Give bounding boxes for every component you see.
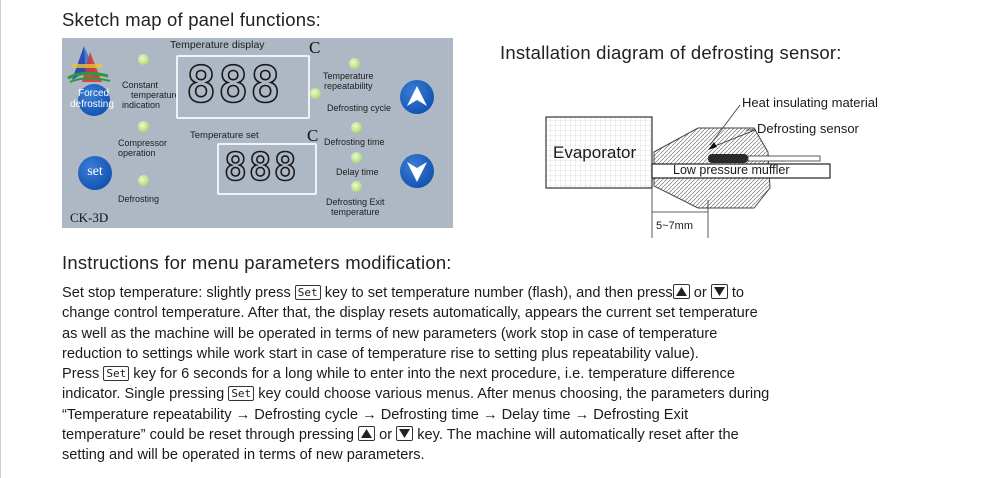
set-unit-c: C — [307, 126, 319, 145]
instructions-paragraph: Set stop temperature: slightly press Set… — [62, 283, 942, 466]
delay-time-led — [351, 152, 362, 163]
heading-panel-functions: Sketch map of panel functions: — [62, 9, 321, 30]
defrosting-sensor-label: Defrosting sensor — [757, 121, 859, 136]
defrosting-exit-temperature-label: Defrosting Exit temperature — [326, 197, 385, 217]
cycle-led — [310, 88, 321, 99]
heading-instructions: Instructions for menu parameters modific… — [62, 252, 452, 273]
temperature-set-window — [217, 143, 317, 195]
temperature-set-digits: 888 — [223, 145, 299, 189]
instruction-line: temperature” could be reset through pres… — [62, 426, 739, 444]
up-key-icon — [358, 426, 376, 442]
display-unit-c: C — [309, 38, 321, 57]
instruction-line: setting and will be operated in terms of… — [62, 447, 425, 464]
forced-defrosting-button[interactable] — [78, 84, 110, 116]
dimension-label: 5~7mm — [656, 220, 693, 232]
instruction-line: “Temperature repeatability → Defrosting … — [62, 406, 689, 423]
brand-logo-icon — [67, 46, 111, 83]
low-pressure-muffler-label: Low pressure muffler — [673, 163, 790, 177]
heading-install-diagram: Installation diagram of defrosting senso… — [500, 42, 842, 63]
install-diagram-graphic — [545, 104, 831, 238]
model-label: CK-3D — [70, 210, 109, 225]
instruction-line: change control temperature. After that, … — [62, 305, 758, 322]
down-key-icon — [710, 284, 728, 299]
left-edge-line — [0, 0, 1, 478]
defrosting-cycle-label: Defrosting cycle — [327, 103, 392, 113]
temperature-repeatability-label: Temperature repeatability — [323, 71, 374, 91]
down-arrow-icon — [407, 162, 427, 182]
repeatability-led — [349, 58, 360, 69]
instruction-line: indicator. Single pressing Set key could… — [62, 386, 770, 403]
forced-defrosting-label: Forced defrosting — [70, 88, 114, 110]
set-key-icon: Set — [103, 366, 130, 382]
control-panel: Forced defrosting Constant temperature i… — [62, 38, 453, 228]
instruction-line: Press Set key for 6 seconds for a long w… — [62, 366, 735, 383]
temperature-display-window — [176, 55, 310, 119]
defrosting-led — [138, 175, 149, 186]
temperature-display-digits: 888 — [185, 56, 283, 114]
evaporator-label: Evaporator — [553, 143, 637, 162]
temperature-set-label: Temperature set — [190, 130, 259, 141]
defrosting-label: Defrosting — [118, 194, 160, 204]
down-key-icon — [396, 426, 414, 442]
up-arrow-icon — [407, 86, 427, 106]
set-key-icon: Set — [228, 386, 255, 402]
delay-time-label: Delay time — [336, 167, 379, 177]
compressor-operation-led — [138, 121, 149, 132]
set-button-label: set — [87, 164, 103, 179]
set-key-icon: Set — [294, 285, 321, 300]
heat-insulating-material-label: Heat insulating material — [742, 95, 878, 110]
instruction-line: Set stop temperature: slightly press Set… — [62, 284, 745, 301]
defrosting-time-led — [351, 122, 362, 133]
compressor-operation-label: Compressor operation — [118, 138, 168, 158]
constant-temperature-label: Constant temperature indication — [122, 80, 180, 110]
instruction-line: as well as the machine will be operated … — [62, 325, 718, 342]
constant-temperature-led — [138, 54, 149, 65]
up-key-icon — [672, 284, 690, 299]
defrosting-time-label: Defrosting time — [324, 137, 385, 147]
instruction-line: reduction to settings while work start i… — [62, 345, 699, 362]
set-button[interactable] — [78, 156, 112, 190]
exit-temperature-led — [351, 181, 362, 192]
temperature-display-label: Temperature display — [170, 39, 265, 51]
